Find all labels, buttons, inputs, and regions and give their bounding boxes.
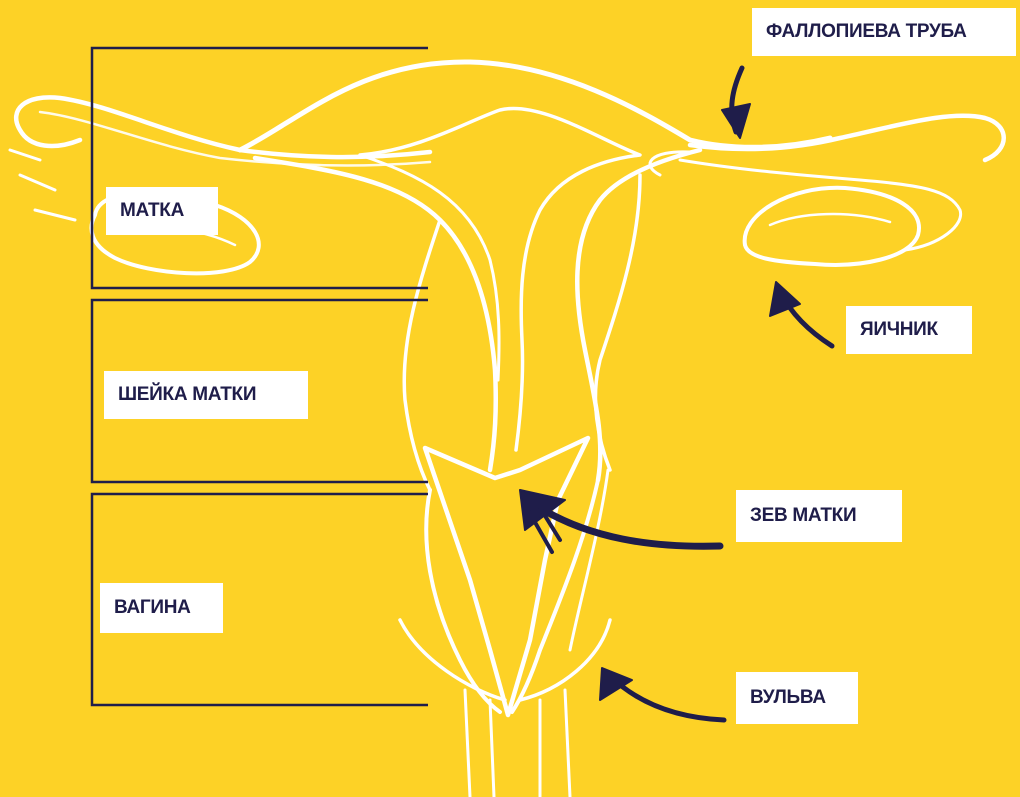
uterine-cavity-left: [360, 155, 499, 380]
cervix-left: [404, 220, 440, 490]
arrow-to-vulva: [600, 668, 724, 720]
label-vulva: ВУЛЬВА: [736, 672, 858, 724]
bracket-uterus: [92, 48, 428, 288]
left-fimbria-strands: [10, 150, 75, 220]
cervix-right: [595, 175, 640, 470]
vagina-left-wall: [426, 490, 500, 712]
label-vagina: ВАГИНА: [100, 583, 223, 633]
label-ovary: ЯИЧНИК: [846, 306, 972, 354]
uterine-cavity: [360, 108, 640, 450]
arrow-to-fallopian-tube: [722, 68, 750, 138]
right-ovary-outline: [745, 188, 919, 265]
vulva-left: [400, 620, 505, 700]
label-cervix: ШЕЙКА МАТКИ: [104, 371, 308, 419]
arrow-to-ovary: [770, 282, 832, 346]
uterus-left-wall: [255, 158, 496, 470]
label-uterus: МАТКА: [106, 187, 218, 235]
label-fallopian-tube: ФАЛЛОПИЕВА ТРУБА: [752, 8, 1016, 56]
label-cervical-os: ЗЕВ МАТКИ: [736, 490, 902, 542]
left-fallopian-tube: [16, 97, 430, 157]
right-ovary-inner: [770, 214, 890, 225]
